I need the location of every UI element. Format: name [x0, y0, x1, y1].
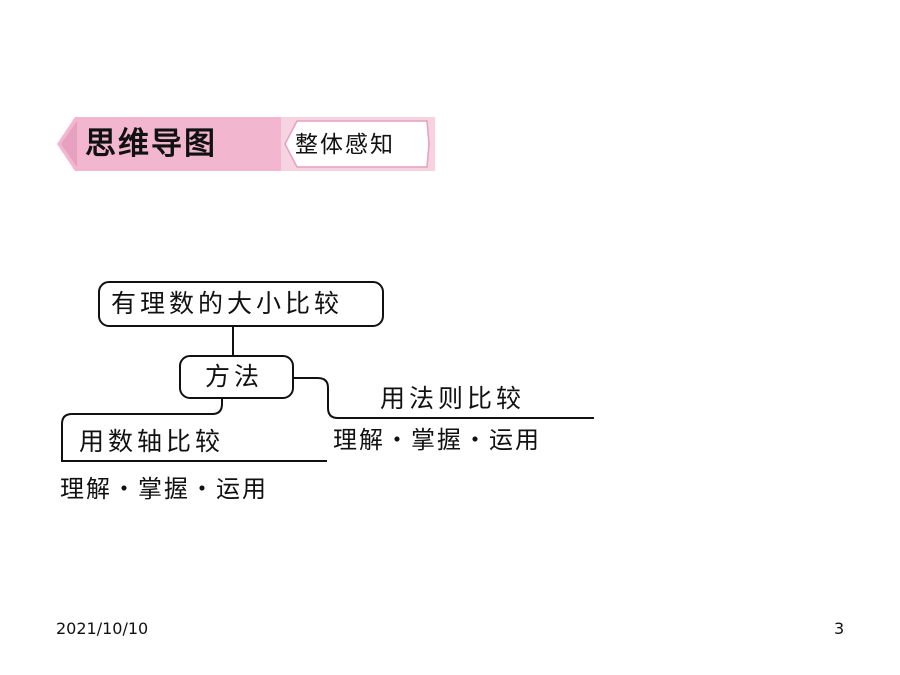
footer-page-number: 3 [834, 619, 845, 638]
method-node-label: 方法 [205, 362, 264, 391]
rule-branch-label: 用法则比较 [380, 384, 526, 413]
footer-date: 2021/10/10 [56, 619, 149, 638]
rule-branch-detail: 理解・掌握・运用 [333, 426, 541, 454]
banner-pink-band [57, 117, 287, 171]
axis-branch-detail: 理解・掌握・运用 [60, 475, 268, 503]
axis-branch-connector [61, 398, 327, 462]
axis-branch-label: 用数轴比较 [79, 427, 225, 456]
root-node-label: 有理数的大小比较 [111, 289, 344, 318]
banner-left-arrow [61, 121, 77, 167]
banner-background [57, 117, 435, 171]
banner-subtitle-box [284, 120, 430, 168]
rule-branch-connector [293, 377, 594, 419]
section-banner: 思维导图 整体感知 [55, 113, 435, 175]
banner-subtitle: 整体感知 [295, 132, 395, 158]
banner-title: 思维导图 [85, 126, 217, 162]
root-node-box [98, 281, 384, 327]
